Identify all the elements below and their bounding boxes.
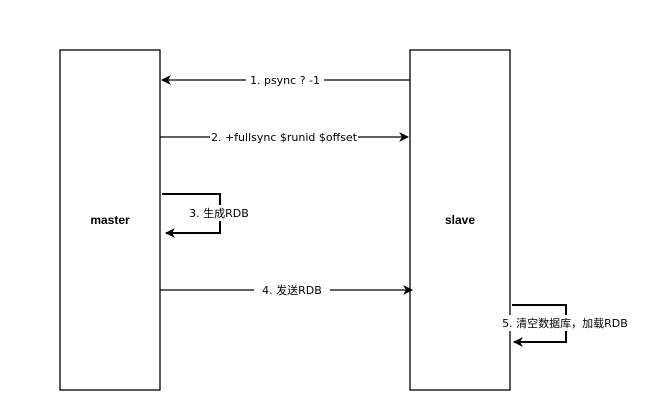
message-2-label: 2. +fullsync $runid $offset	[211, 131, 358, 144]
message-1-label: 1. psync ? -1	[250, 74, 320, 87]
message-2-label-bg	[210, 129, 358, 145]
message-4-label-bg	[254, 282, 330, 298]
message-2: 2. +fullsync $runid $offset	[160, 129, 409, 145]
master-label: master	[90, 213, 130, 227]
message-4: 4. 发送RDB	[160, 282, 413, 298]
message-3-label-bg	[184, 205, 254, 221]
slave-box	[409, 49, 511, 391]
message-5: 5. 清空数据库，加载RDB	[494, 304, 636, 347]
message-5-label: 5. 清空数据库，加载RDB	[502, 316, 628, 330]
master-box	[59, 49, 161, 391]
message-3-label: 3. 生成RDB	[189, 206, 249, 220]
message-4-label: 4. 发送RDB	[262, 283, 322, 297]
message-1: 1. psync ? -1	[161, 72, 410, 88]
slave-label: slave	[445, 213, 475, 227]
message-1-label-bg	[246, 72, 324, 88]
message-5-label-bg	[494, 315, 636, 331]
message-3: 3. 生成RDB	[162, 193, 254, 238]
